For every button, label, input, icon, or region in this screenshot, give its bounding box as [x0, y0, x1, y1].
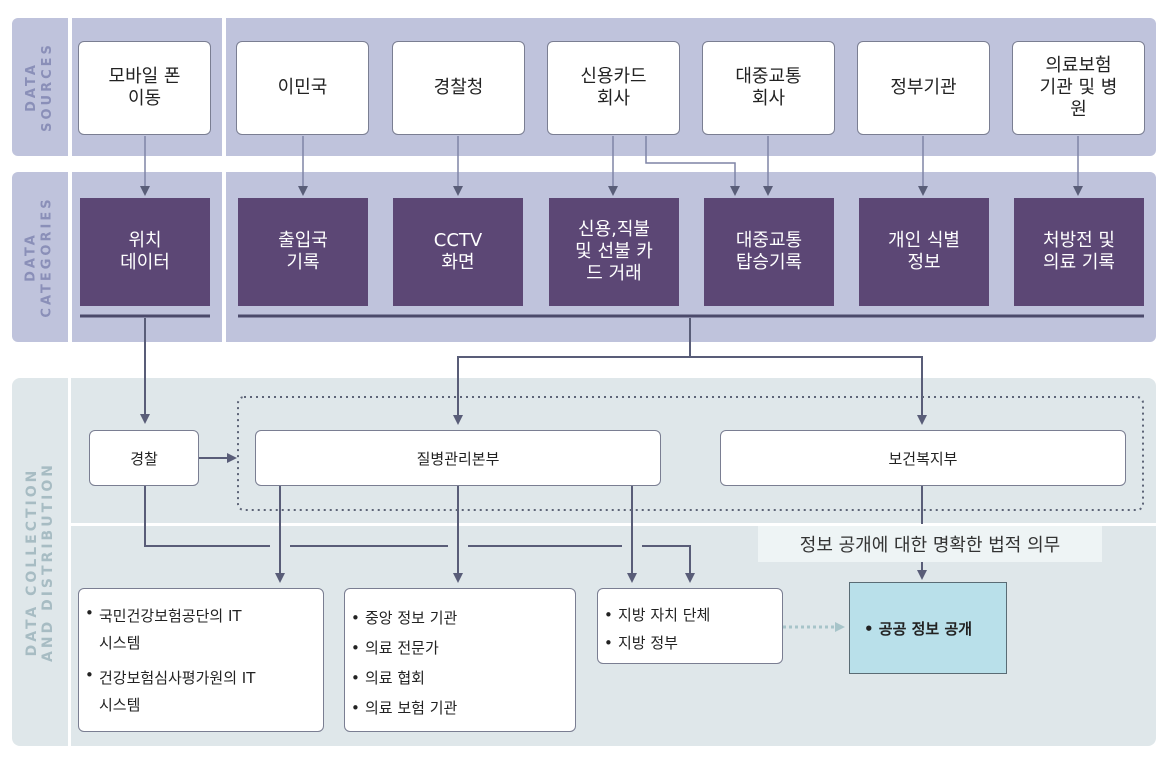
police-box: 경찰 [89, 430, 199, 486]
collection-label-divider [68, 378, 71, 746]
collection-row-divider [71, 523, 1156, 526]
agencies-box: 중앙 정보 기관 의료 전문가 의료 협회 의료 보험 기관 [344, 588, 576, 732]
kcdc-box: 질병관리본부 [255, 430, 661, 486]
list-item: 중앙 정보 기관 [345, 603, 575, 633]
categories-column-divider [222, 172, 226, 342]
list-item: 지방 정부 [598, 629, 782, 657]
list-item: 의료 전문가 [345, 633, 575, 663]
categories-label-divider [68, 172, 72, 342]
sources-label-divider [68, 18, 72, 156]
list-item: 의료 보험 기관 [345, 693, 575, 723]
sources-column-divider [222, 18, 226, 156]
source-immigration: 이민국 [236, 41, 369, 135]
list-item: 지방 자치 단체 [598, 601, 782, 629]
source-police-agency: 경찰청 [392, 41, 525, 135]
legal-obligation-label: 정보 공개에 대한 명확한 법적 의무 [758, 526, 1102, 562]
public-disclosure-box: • 공공 정보 공개 [849, 582, 1007, 674]
local-government-box: 지방 자치 단체 지방 정부 [597, 588, 783, 664]
mohw-box: 보건복지부 [720, 430, 1126, 486]
list-item: 의료 협회 [345, 663, 575, 693]
source-government: 정부기관 [857, 41, 990, 135]
